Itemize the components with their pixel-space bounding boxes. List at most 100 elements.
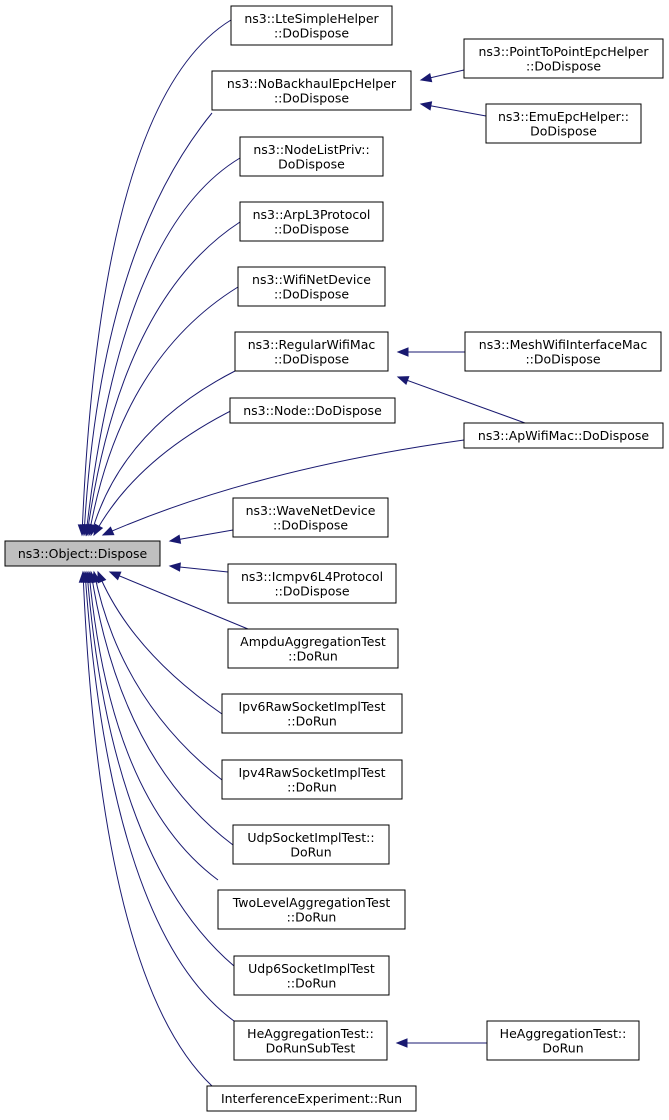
- node-label-line: ns3::Icmpv6L4Protocol: [241, 569, 383, 584]
- node-label-line: ns3::NoBackhaulEpcHelper: [227, 76, 397, 91]
- node-wavenetdevice[interactable]: ns3::WaveNetDevice::DoDispose: [232, 497, 389, 538]
- node-label-line: ns3::NodeListPriv::: [253, 142, 369, 157]
- node-label-line: DoRunSubTest: [266, 1040, 356, 1055]
- node-label-line: DoRun: [542, 1040, 583, 1055]
- node-label-line: ::DoDispose: [274, 351, 349, 366]
- node-root: ns3::Object::Dispose: [4, 540, 161, 567]
- edge-emuepc-to-nobackhaul: [419, 101, 487, 117]
- edge-ipv4raw-to-root: [91, 570, 223, 781]
- node-box: [230, 5, 393, 46]
- edge-icmpv6-to-root: [168, 562, 229, 573]
- edge-nodelistpriv-to-root: [82, 157, 241, 537]
- edge-line: [86, 221, 241, 536]
- node-label-line: ns3::Object::Dispose: [18, 546, 148, 561]
- edge-line: [90, 571, 234, 846]
- node-ipv4raw[interactable]: Ipv4RawSocketImplTest::DoRun: [221, 759, 403, 800]
- node-label-line: ::DoRun: [287, 909, 337, 924]
- node-box: [221, 693, 403, 734]
- node-label-line: DoDispose: [278, 156, 345, 171]
- node-apwifimac[interactable]: ns3::ApWifiMac::DoDispose: [463, 422, 664, 449]
- edge-line: [90, 370, 236, 536]
- edge-wifinetdevice-to-root: [86, 286, 239, 537]
- node-label-line: DoRun: [290, 844, 331, 859]
- node-p2pepc[interactable]: ns3::PointToPointEpcHelper::DoDispose: [463, 38, 664, 79]
- edge-udpsocket-to-root: [87, 570, 234, 846]
- edge-line: [97, 571, 223, 715]
- edge-udp6socket-to-root: [83, 570, 235, 967]
- node-label-line: TwoLevelAggregationTest: [232, 895, 391, 910]
- node-box: [463, 422, 664, 449]
- node-label-line: InterferenceExperiment::Run: [221, 1091, 402, 1106]
- edge-regularwifimac-to-root: [89, 370, 236, 537]
- node-label-line: ns3::WifiNetDevice: [252, 272, 371, 287]
- edge-interference-to-root: [78, 570, 213, 1087]
- node-label-line: ::DoDispose: [526, 58, 601, 73]
- node-meshwifi[interactable]: ns3::MeshWifiInterfaceMac::DoDispose: [464, 331, 662, 372]
- node-heaggrun[interactable]: HeAggregationTest::DoRun: [486, 1020, 640, 1061]
- node-label-line: ns3::LteSimpleHelper: [244, 11, 379, 26]
- node-emuepc[interactable]: ns3::EmuEpcHelper::DoDispose: [485, 103, 642, 144]
- node-twolevel[interactable]: TwoLevelAggregationTest::DoRun: [217, 889, 406, 930]
- node-ampdu[interactable]: AmpduAggregationTest::DoRun: [227, 628, 399, 669]
- arrowhead-icon: [396, 376, 410, 386]
- node-label-line: ::DoDispose: [274, 90, 349, 105]
- node-label-line: ::DoDispose: [274, 221, 349, 236]
- edge-line: [397, 376, 526, 424]
- node-label-line: ::DoRun: [287, 975, 337, 990]
- node-label-line: ns3::PointToPointEpcHelper: [478, 44, 649, 59]
- node-nodelistpriv[interactable]: ns3::NodeListPriv::DoDispose: [239, 136, 384, 177]
- edge-apwifimac-to-regularwifimac: [396, 376, 526, 424]
- node-box: [239, 201, 384, 242]
- node-node[interactable]: ns3::Node::DoDispose: [229, 397, 396, 424]
- edge-line: [420, 103, 487, 117]
- node-label-line: ::DoRun: [287, 779, 337, 794]
- node-regularwifimac[interactable]: ns3::RegularWifiMac::DoDispose: [234, 331, 389, 372]
- node-udp6socket[interactable]: Udp6SocketImplTest::DoRun: [233, 955, 390, 996]
- edge-apwifimac-to-root: [101, 439, 465, 536]
- node-ipv6raw[interactable]: Ipv6RawSocketImplTest::DoRun: [221, 693, 403, 734]
- node-label-line: AmpduAggregationTest: [240, 634, 386, 649]
- node-label-line: ::DoDispose: [525, 351, 600, 366]
- edge-line: [83, 112, 213, 536]
- arrowhead-icon: [78, 570, 89, 583]
- node-udpsocket[interactable]: UdpSocketImplTest::DoRun: [232, 824, 390, 865]
- node-interference[interactable]: InterferenceExperiment::Run: [206, 1085, 417, 1112]
- node-label-line: HeAggregationTest::: [500, 1026, 627, 1041]
- node-box: [232, 497, 389, 538]
- node-box: [232, 824, 390, 865]
- node-heaggsub[interactable]: HeAggregationTest::DoRunSubTest: [233, 1020, 388, 1061]
- node-box: [217, 889, 406, 930]
- arrowhead-icon: [395, 1038, 408, 1048]
- node-box: [221, 759, 403, 800]
- arrowhead-icon: [108, 571, 122, 581]
- node-nobackhaul[interactable]: ns3::NoBackhaulEpcHelper::DoDispose: [211, 70, 412, 111]
- node-label-line: HeAggregationTest::: [247, 1026, 374, 1041]
- edge-line: [88, 286, 239, 536]
- edge-line: [85, 157, 241, 536]
- node-box: [485, 103, 642, 144]
- arrowhead-icon: [101, 526, 115, 536]
- node-box: [4, 540, 161, 567]
- edge-heaggrun-to-heaggsub: [395, 1038, 487, 1048]
- node-label-line: UdpSocketImplTest::: [247, 830, 374, 845]
- edges-layer: [77, 19, 526, 1087]
- node-arpl3[interactable]: ns3::ArpL3Protocol::DoDispose: [239, 201, 384, 242]
- edge-wavenetdevice-to-root: [168, 529, 234, 544]
- edge-line: [93, 571, 223, 781]
- node-label-line: Udp6SocketImplTest: [248, 961, 375, 976]
- edge-ipv6raw-to-root: [97, 570, 223, 715]
- edge-line: [82, 571, 213, 1087]
- node-label-line: Ipv4RawSocketImplTest: [239, 765, 386, 780]
- arrowhead-icon: [396, 347, 409, 357]
- node-lte[interactable]: ns3::LteSimpleHelper::DoDispose: [230, 5, 393, 46]
- node-label-line: ::DoDispose: [274, 25, 349, 40]
- node-icmpv6[interactable]: ns3::Icmpv6L4Protocol::DoDispose: [227, 563, 397, 604]
- node-wifinetdevice[interactable]: ns3::WifiNetDevice::DoDispose: [237, 266, 386, 307]
- node-label-line: ::DoRun: [287, 713, 337, 728]
- node-box: [234, 331, 389, 372]
- edge-line: [81, 19, 232, 536]
- edge-line: [169, 529, 234, 542]
- arrowhead-icon: [419, 73, 433, 83]
- node-label-line: ns3::EmuEpcHelper::: [498, 109, 629, 124]
- edge-twolevel-to-root: [85, 570, 219, 881]
